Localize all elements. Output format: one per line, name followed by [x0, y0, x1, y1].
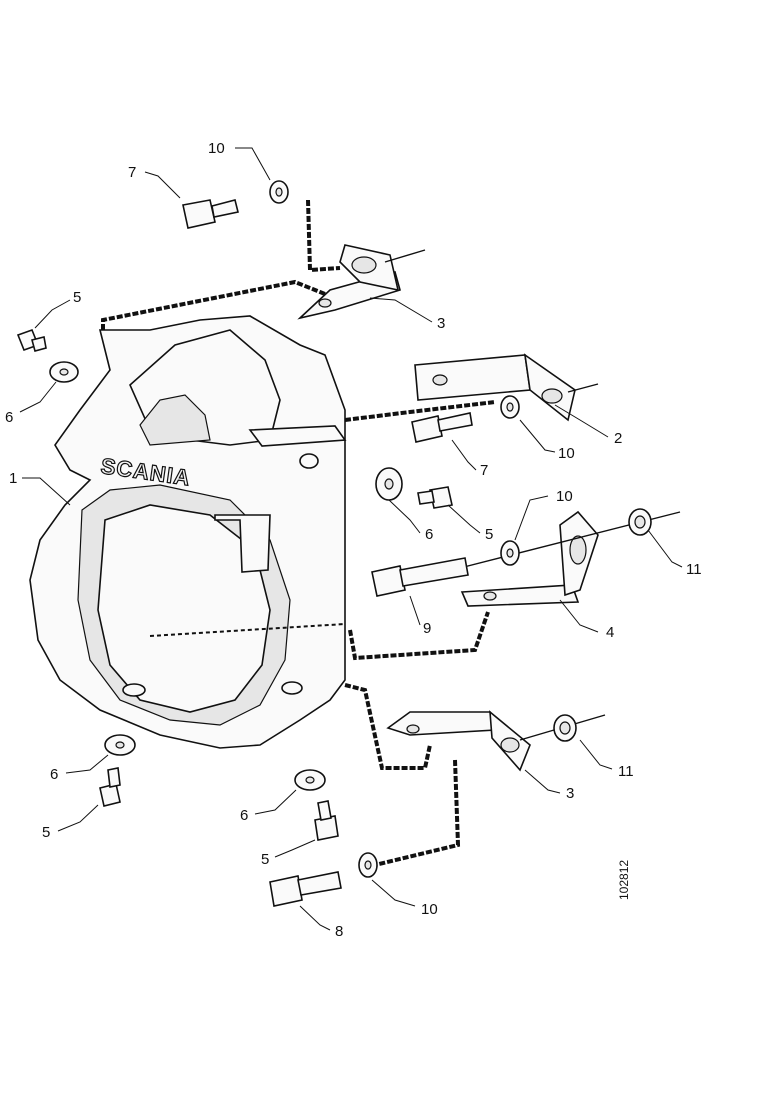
label-part-6-top-left: 6: [5, 409, 13, 426]
label-part-7-middle: 7: [480, 462, 488, 479]
screw-5-middle: [417, 486, 453, 509]
label-part-3-top: 3: [437, 315, 445, 332]
assembly-line-bolt8: [374, 759, 461, 867]
label-part-6-bottom-left: 6: [50, 766, 58, 783]
bracket-3-top-axis: [384, 249, 426, 263]
label-part-3-bottom: 3: [566, 785, 574, 802]
washer-10-bolt8: [358, 852, 378, 878]
washer-6-middle: [375, 467, 403, 501]
label-part-6-bottom-middle: 6: [240, 807, 248, 824]
housing-cover: [29, 315, 347, 749]
bolt-7-top: [182, 199, 239, 229]
label-part-7-top: 7: [128, 164, 136, 181]
bracket-2: [414, 353, 576, 422]
label-part-11-upper: 11: [686, 561, 702, 578]
bolt-9: [371, 557, 469, 597]
label-part-11-lower: 11: [618, 763, 634, 780]
label-part-5-top-left: 5: [73, 289, 81, 306]
washer-6-top-left: [49, 361, 79, 383]
label-part-5-bottom-middle: 5: [261, 851, 269, 868]
screw-5-bottom-left: [99, 767, 121, 807]
screw-5-top-left: [16, 328, 47, 352]
leader-lines: [19, 147, 683, 931]
label-part-5-bottom-left: 5: [42, 824, 50, 841]
nut-11-upper: [628, 508, 652, 536]
bracket-2-axis: [567, 383, 599, 393]
washer-10-top: [269, 180, 289, 204]
washer-10-bolt9: [500, 540, 520, 566]
assembly-line-top: [101, 279, 331, 330]
assembly-line-bracket3-top: [306, 199, 341, 273]
washer-6-bottom-middle: [294, 769, 326, 791]
label-part-5-middle: 5: [485, 526, 493, 543]
screw-5-bottom-middle: [314, 800, 339, 841]
assembly-line-bracket3-bottom: [344, 683, 432, 770]
figure-number: 102812: [617, 860, 631, 900]
bolt-7-middle: [411, 412, 473, 443]
assembly-line-bracket4: [348, 611, 490, 661]
bolt-8: [269, 871, 342, 907]
label-part-10-bolt8: 10: [421, 901, 438, 918]
label-part-6-middle: 6: [425, 526, 433, 543]
bracket-3-top: [297, 244, 401, 320]
label-part-10-bracket2: 10: [558, 445, 575, 462]
bracket-3-bottom: [386, 710, 531, 772]
label-part-2: 2: [614, 430, 622, 447]
label-part-4: 4: [606, 624, 614, 641]
washer-6-bottom-left: [104, 734, 136, 756]
bracket-4: [460, 510, 599, 607]
assembly-line-bracket2: [344, 400, 496, 422]
label-part-9: 9: [423, 620, 431, 637]
label-part-10-bolt9: 10: [556, 488, 573, 505]
washer-10-bracket2: [500, 395, 520, 419]
label-part-10-top: 10: [208, 140, 225, 157]
housing-centerline: [149, 623, 346, 637]
label-part-8: 8: [335, 923, 343, 940]
nut-11-lower: [553, 714, 577, 742]
label-part-1: 1: [9, 470, 17, 487]
